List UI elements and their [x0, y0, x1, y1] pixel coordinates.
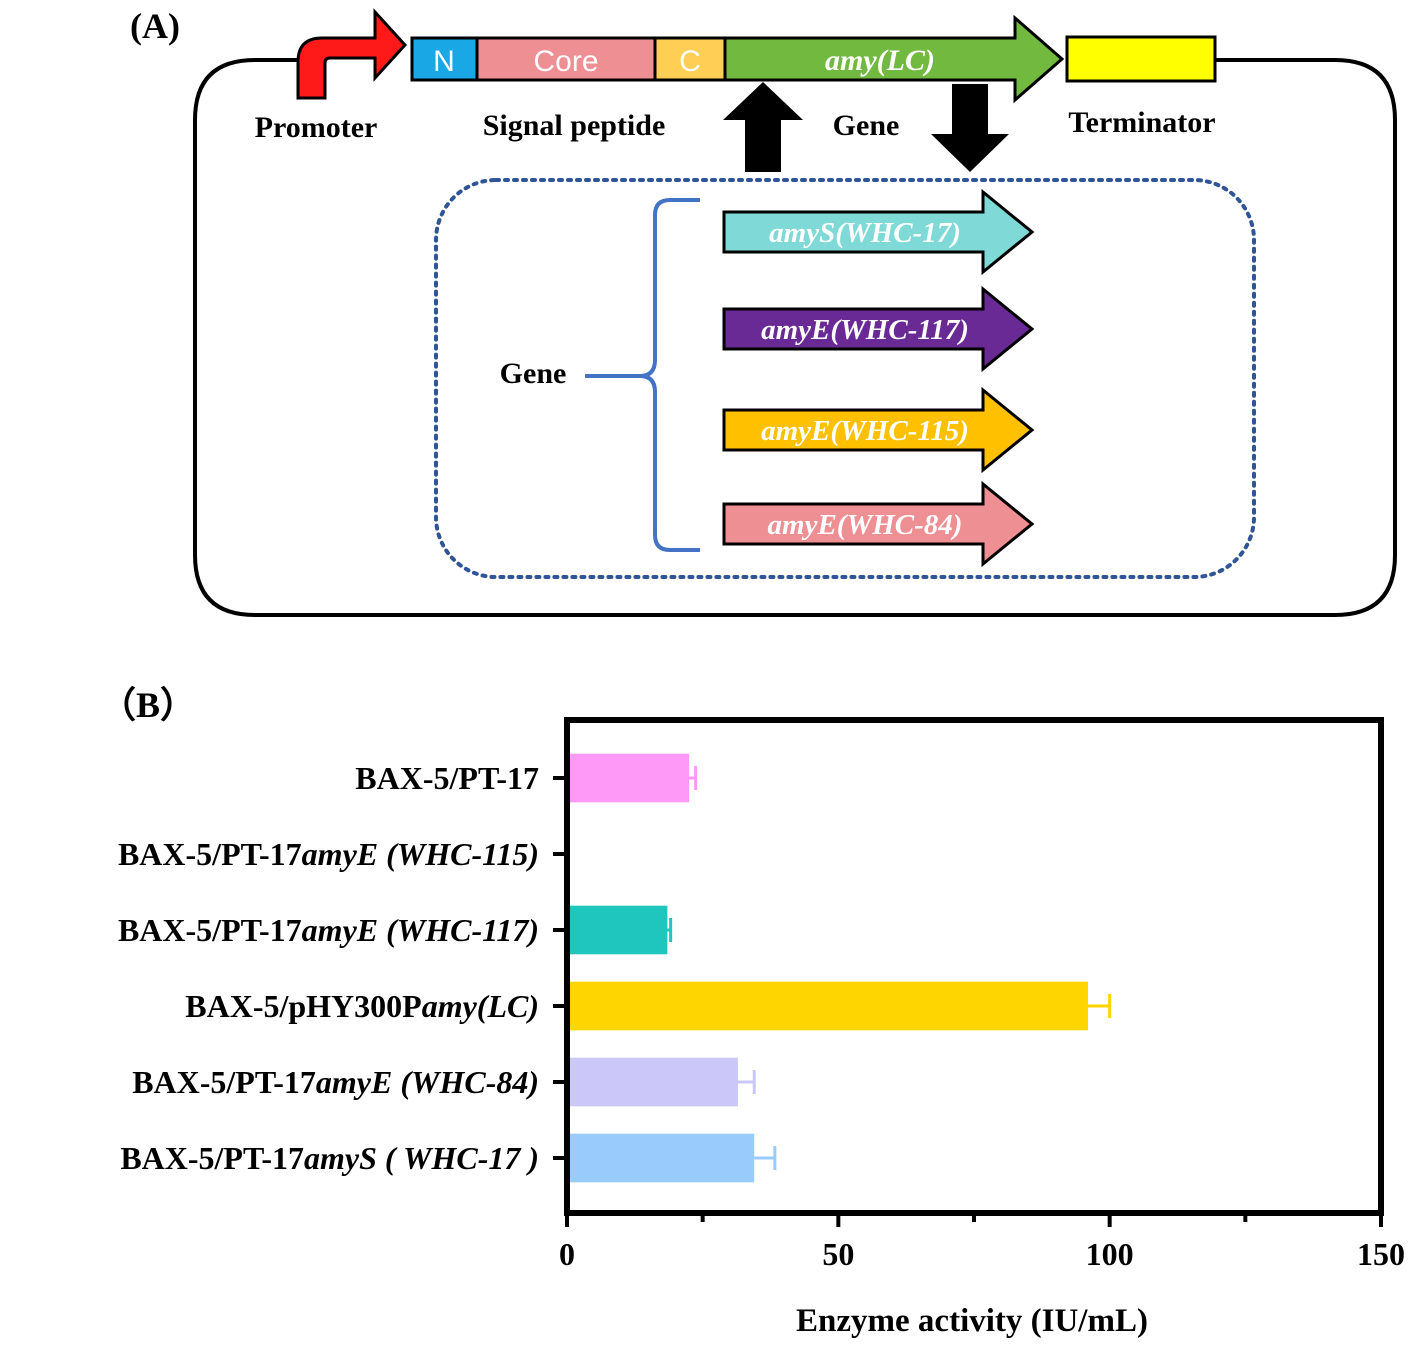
up-arrow-icon [723, 82, 803, 172]
plasmid-outline [193, 58, 1397, 617]
bar [570, 753, 690, 803]
x-tick-label: 0 [559, 1236, 575, 1272]
gene-arrow-4 [722, 480, 1035, 568]
promoter-arrow-icon [296, 8, 408, 100]
y-tick-label: BAX-5/PT-17amyE (WHC-115) [118, 836, 539, 872]
gene-arrow-1 [722, 188, 1035, 276]
segment-n-label: N [433, 45, 455, 78]
gene-arrow-label-2: amyE(WHC-117) [761, 314, 969, 346]
gene-arrow-2 [722, 285, 1035, 373]
terminator-box [1065, 35, 1217, 83]
panel-a-label: (A) [130, 6, 180, 46]
promoter-label: Promoter [255, 111, 378, 144]
x-tick-label: 150 [1357, 1236, 1405, 1272]
bar [570, 1133, 755, 1183]
gene-arrows: amyS(WHC-17) amyE(WHC-117) amyE(WHC-115) am… [722, 188, 1035, 568]
bar [570, 981, 1088, 1031]
gene-amy-lc-arrow [723, 14, 1065, 104]
gene-amy-lc-label: amy(LC) [825, 44, 935, 77]
down-arrow-icon [931, 84, 1009, 172]
y-tick-label: BAX-5/PT-17amyE (WHC-84) [132, 1064, 539, 1100]
x-axis-title: Enzyme activity (IU/mL) [796, 1303, 1148, 1339]
panel-b-label: （B） [100, 685, 196, 725]
y-tick-label: BAX-5/PT-17 [355, 760, 539, 796]
gene-pool-label: Gene [500, 357, 567, 390]
x-tick-label: 50 [822, 1236, 854, 1272]
gene-arrow-label-4: amyE(WHC-84) [768, 509, 963, 541]
gene-arrow-label-1: amyS(WHC-17) [769, 217, 961, 249]
bar [570, 905, 668, 955]
signal-peptide-label: Signal peptide [483, 109, 666, 142]
y-tick-label: BAX-5/PT-17amyS ( WHC-17 ) [120, 1140, 539, 1176]
segment-c-label: C [679, 45, 701, 78]
y-tick-label: BAX-5/PT-17amyE (WHC-117) [118, 912, 539, 948]
x-tick-label: 100 [1086, 1236, 1134, 1272]
segment-core-box [475, 36, 657, 82]
brace-icon [585, 198, 700, 552]
gene-label: Gene [833, 109, 900, 142]
segment-c-box [653, 36, 727, 82]
bar [570, 1057, 738, 1107]
gene-arrow-3 [722, 386, 1035, 474]
segment-core-label: Core [533, 45, 598, 78]
gene-pool-box [434, 178, 1256, 579]
terminator-label: Terminator [1068, 106, 1215, 139]
y-tick-label: BAX-5/pHY300Pamy(LC) [185, 988, 539, 1024]
gene-arrow-label-3: amyE(WHC-115) [761, 415, 969, 447]
